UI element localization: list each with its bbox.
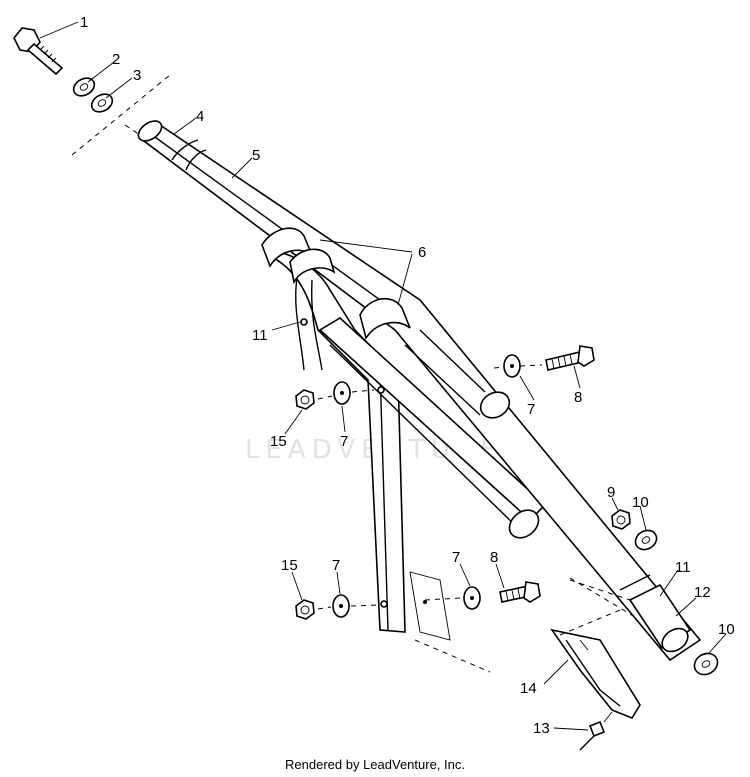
callout-7-lower-left: 7 bbox=[332, 557, 340, 574]
hole-marker bbox=[300, 318, 308, 326]
washer-3 bbox=[90, 93, 114, 113]
axis-line-mid bbox=[124, 124, 141, 136]
axis-line-bottom bbox=[569, 577, 641, 621]
washer-2 bbox=[72, 77, 96, 97]
washer-10-upper bbox=[634, 529, 658, 551]
callout-1: 1 bbox=[80, 14, 88, 31]
leader-lines bbox=[39, 21, 727, 731]
bolt-8-upper bbox=[545, 345, 595, 371]
blade-14 bbox=[550, 628, 641, 719]
callout-6: 6 bbox=[418, 244, 426, 261]
callout-9: 9 bbox=[607, 484, 615, 501]
callout-15-lower: 15 bbox=[281, 557, 298, 574]
main-tube bbox=[137, 120, 702, 662]
hole-marker bbox=[380, 600, 388, 608]
callout-labels: 1 2 3 4 5 6 11 7 8 15 7 9 10 11 12 10 15… bbox=[80, 14, 735, 737]
callout-5: 5 bbox=[252, 147, 260, 164]
callout-8-upper: 8 bbox=[574, 389, 582, 406]
callout-10-lower: 10 bbox=[718, 621, 735, 638]
bolt-8-lower bbox=[499, 581, 541, 603]
callout-7-upper-right: 7 bbox=[527, 401, 535, 418]
nut-15-lower bbox=[295, 599, 315, 620]
callout-7-lower-right: 7 bbox=[452, 549, 460, 566]
callout-14: 14 bbox=[520, 680, 537, 697]
mount-plate bbox=[409, 571, 461, 641]
axis-line-top bbox=[71, 74, 171, 156]
callout-11-upper: 11 bbox=[252, 327, 268, 344]
footer-credit: Rendered by LeadVenture, Inc. bbox=[285, 757, 465, 772]
nut-9 bbox=[611, 509, 631, 530]
hole-marker bbox=[377, 386, 385, 394]
callout-15-upper: 15 bbox=[270, 433, 287, 450]
callout-11-lower: 11 bbox=[675, 559, 691, 576]
callout-8-lower: 8 bbox=[490, 549, 498, 566]
lower-strap bbox=[318, 317, 547, 539]
callout-3: 3 bbox=[133, 67, 141, 84]
callout-12: 12 bbox=[694, 584, 711, 601]
washer-10-lower bbox=[693, 652, 719, 676]
rivet-13 bbox=[579, 711, 613, 751]
tube-end-right bbox=[569, 574, 692, 653]
bolt-1 bbox=[13, 27, 64, 76]
callout-2: 2 bbox=[112, 51, 120, 68]
callout-7-upper-left: 7 bbox=[340, 433, 348, 450]
callout-10-upper: 10 bbox=[632, 494, 649, 511]
callout-13: 13 bbox=[533, 720, 550, 737]
callout-4: 4 bbox=[196, 108, 204, 125]
nut-15-upper bbox=[295, 389, 315, 410]
